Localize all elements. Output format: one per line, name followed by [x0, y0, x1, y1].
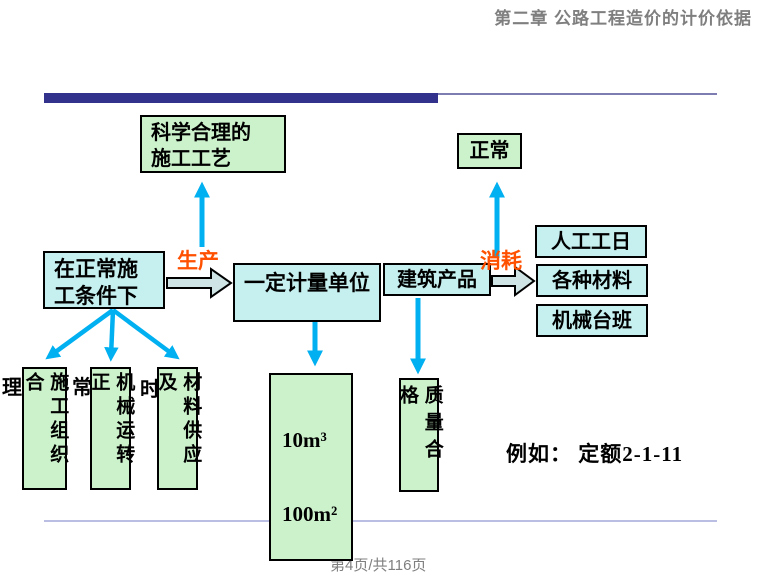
box-materials: 各种材料	[536, 264, 648, 297]
overflow-char-supply: 时	[140, 379, 160, 401]
box-measure-unit: 一定计量单位	[233, 263, 381, 322]
slide-title: 第二章 公路工程造价的计价依据	[494, 9, 752, 28]
unit-line: 10m	[282, 570, 351, 578]
label-produce: 生产	[177, 250, 219, 273]
arrow-fan-left-icon	[45, 308, 115, 360]
arrow-fan-middle-icon	[104, 309, 119, 362]
box-product: 建筑产品	[383, 263, 491, 296]
box-normal: 正常	[457, 133, 522, 169]
box-machinery-vertical: 机械运转正	[88, 372, 135, 468]
block-arrow-consume-icon	[491, 265, 536, 297]
box-machines: 机械台班	[536, 304, 648, 337]
box-measure-units-list: 10m³ 100m² 10m t 个	[269, 373, 353, 578]
box-quality-vertical: 质量合格	[397, 385, 443, 466]
block-arrow-produce-icon	[166, 267, 233, 299]
overflow-char-machinery: 常	[72, 377, 92, 399]
page-number: 第4页/共116页	[330, 557, 427, 574]
box-labor: 人工工日	[535, 225, 647, 258]
box-org-vertical: 施工组织合	[22, 372, 69, 468]
box-process-method: 科学合理的 施工工艺	[140, 115, 286, 173]
title-accent-bar	[44, 93, 438, 103]
title-accent-line	[438, 93, 717, 95]
example-text: 例如： 定额2-1-11	[506, 442, 684, 466]
arrow-fan-right-icon	[111, 308, 180, 360]
box-supply-vertical: 材料供应及	[155, 372, 202, 468]
box-condition: 在正常施 工条件下	[43, 251, 165, 309]
label-consume: 消耗	[480, 250, 522, 273]
unit-line: 10m³	[282, 428, 327, 452]
unit-line: 100m²	[282, 502, 338, 526]
overflow-char-org: 理	[2, 377, 22, 399]
bottom-divider-line	[44, 520, 717, 522]
